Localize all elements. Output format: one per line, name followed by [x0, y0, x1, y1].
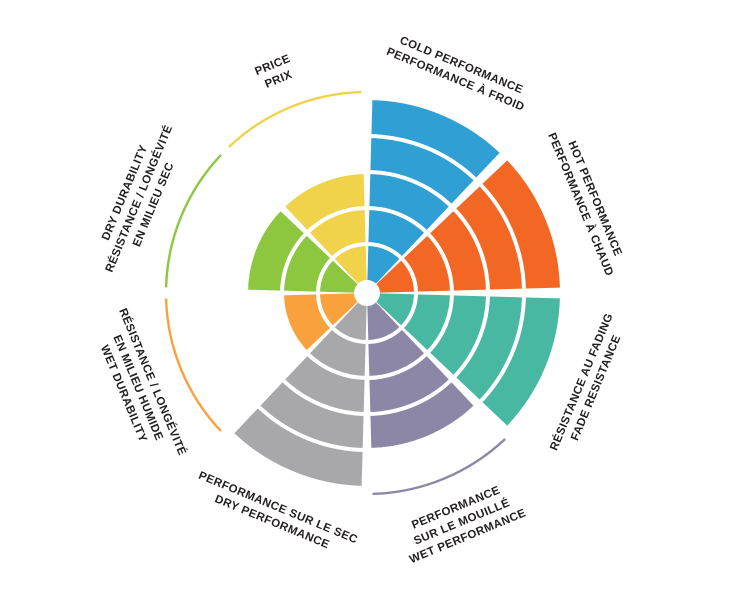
sector-max-arc-price: [228, 90, 362, 148]
sector-wedge-price: [283, 172, 367, 284]
ring-separator-2: [280, 206, 454, 380]
sector-wedge-dry-durability: [246, 209, 358, 293]
label-hot-performance: HOT PERFORMANCEPERFORMANCE À CHAUD: [545, 125, 629, 278]
label-cold-performance: COLD PERFORMANCEPERFORMANCE À FROID: [385, 32, 532, 114]
sector-max-arc-dry-durability: [164, 154, 222, 288]
label-wet-durability: RÉSISTANCE / LONGÉVITÉEN MILIEU HUMIDEWE…: [88, 306, 189, 469]
label-price: PRICEPRIX: [253, 53, 298, 93]
label-dry-performance: PERFORMANCE SUR LE SECDRY PERFORMANCE: [191, 470, 360, 561]
sector-wedge-wet-performance: [367, 302, 475, 450]
sector-max-arc-wet-durability: [164, 298, 222, 432]
label-dry-durability: DRY DURABILITYRÉSISTANCE / LONGÉVITÉEN M…: [89, 117, 189, 280]
ring-separator-3: [244, 170, 490, 416]
ring-separator-1: [316, 242, 418, 344]
sector-max-arc-wet-performance: [372, 438, 506, 496]
label-fade-resistance: RÉSISTANCE AU FADINGFADE RESISTANCE: [547, 311, 630, 458]
ring-separator-4: [208, 134, 526, 452]
label-wet-performance: PERFORMANCESUR LE MOUILLÉWET PERFORMANCE: [396, 479, 528, 567]
sector-wedge-wet-durability: [282, 293, 358, 352]
